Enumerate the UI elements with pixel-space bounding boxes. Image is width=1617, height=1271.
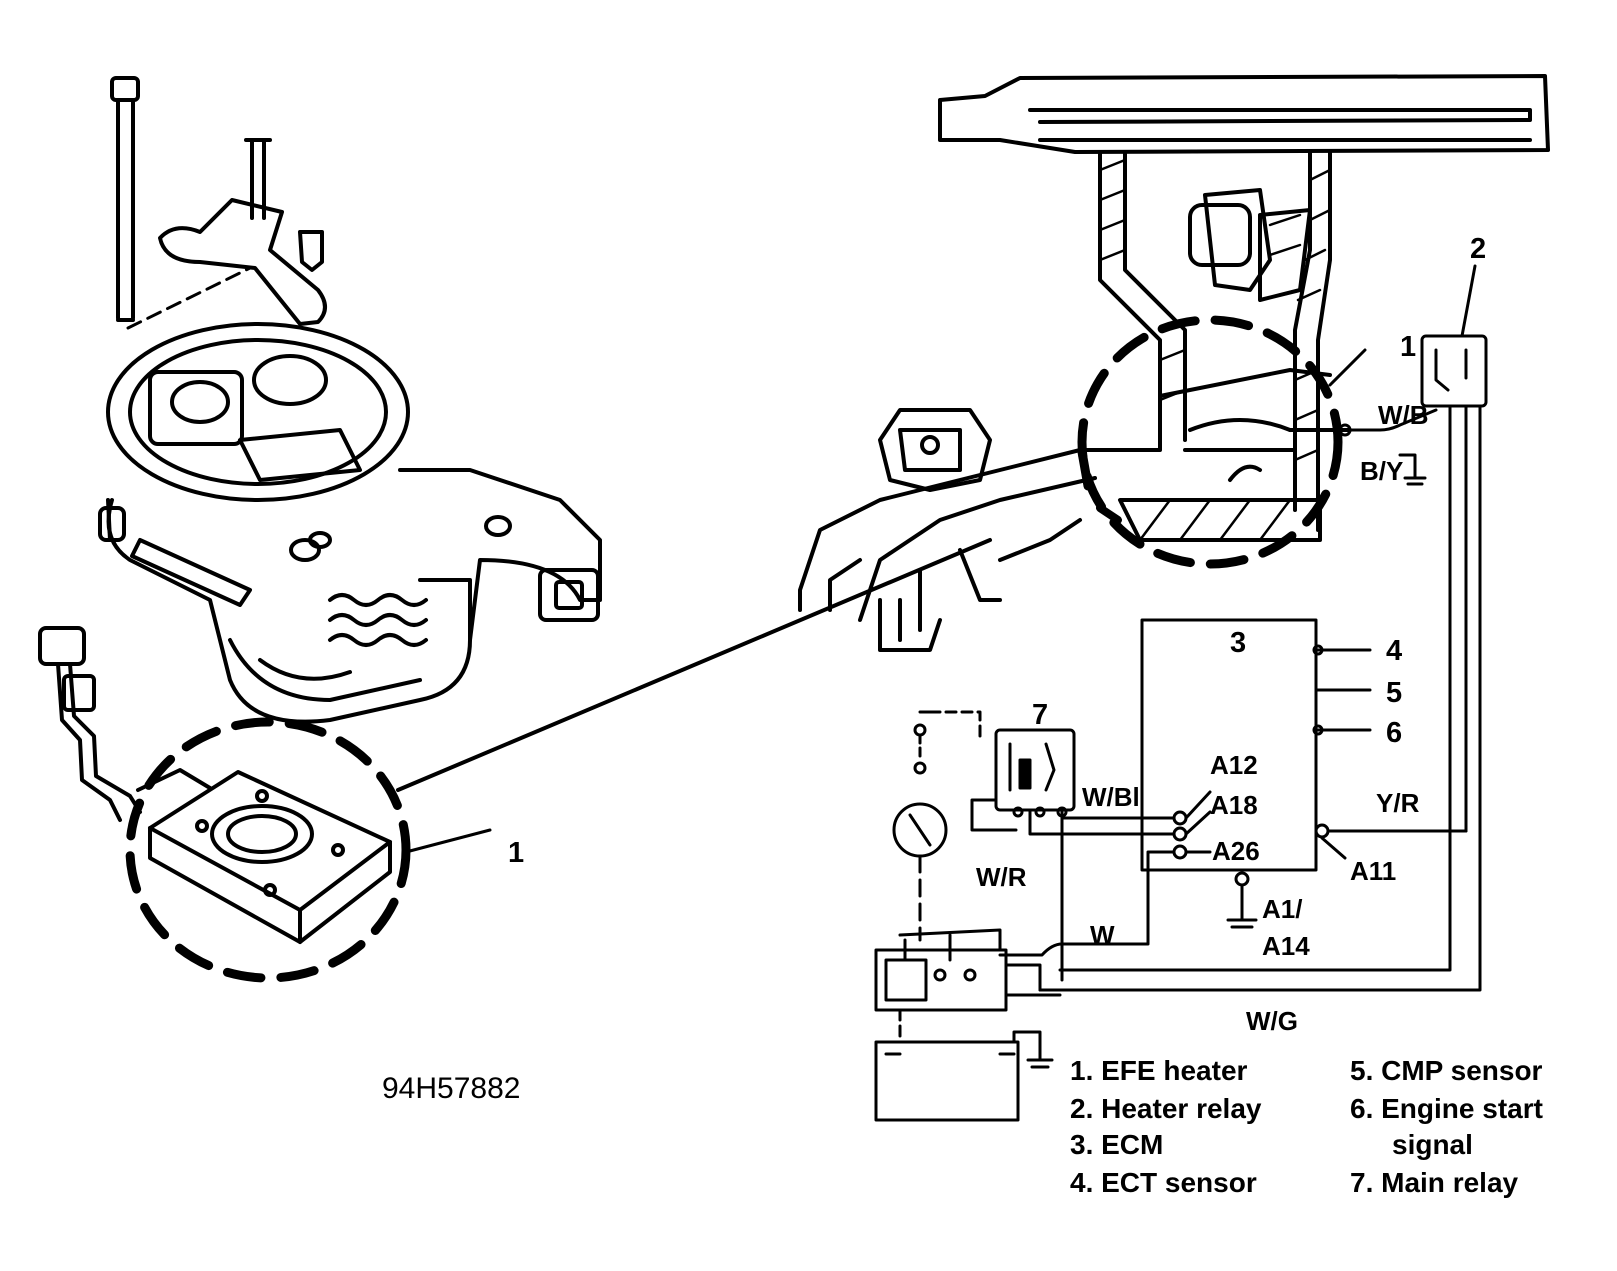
throttle-body-drawing [98,76,602,724]
callout-6: 6 [1386,717,1402,749]
wire-wbl: W/Bl [1082,782,1140,812]
callout-3: 3 [1230,627,1246,659]
pin-a14: A14 [1262,931,1310,961]
battery [874,1040,1020,1122]
detail-circle-left [125,717,411,983]
wire-by: B/Y [1360,456,1403,486]
efe-heater-harness [38,626,212,822]
labels: 1 1 2 3 4 5 6 7 W/B B/Y W/Bl Y/R W/R W W… [382,233,1543,1198]
pin-a12: A12 [1210,750,1258,780]
legend-item-1: 1. EFE heater [1070,1055,1248,1086]
legend-item-3: 3. ECM [1070,1129,1163,1160]
heater-relay-box [1420,334,1488,408]
callout-1-right: 1 [1400,331,1416,363]
pin-a1: A1/ [1262,894,1302,924]
pin-a11: A11 [1350,856,1396,886]
efe-heater-gasket [148,770,392,944]
detail-circle-right [1077,315,1343,569]
wire-wr: W/R [976,862,1027,892]
wire-wb: W/B [1378,400,1429,430]
wire-w: W [1090,920,1115,950]
legend-item-6: 6. Engine start [1350,1093,1543,1124]
callout-1-left: 1 [508,837,524,869]
main-relay-box [994,728,1076,812]
ecm-box [1140,618,1318,872]
legend-item-7: 7. Main relay [1350,1167,1519,1198]
pin-a18: A18 [1210,790,1258,820]
legend-item-4: 4. ECT sensor [1070,1167,1257,1198]
wire-yr: Y/R [1376,788,1420,818]
figure-code: 94H57882 [382,1072,520,1105]
legend-item-6-cont: signal [1392,1129,1473,1160]
callout-2: 2 [1470,233,1486,265]
legend-item-5: 5. CMP sensor [1350,1055,1543,1086]
callout-5: 5 [1386,677,1402,709]
wire-wg: W/G [1246,1006,1298,1036]
callout-4: 4 [1386,635,1402,667]
callout-7: 7 [1032,699,1048,731]
wiring-schematic [874,264,1488,1122]
legend-item-2: 2. Heater relay [1070,1093,1262,1124]
pointer-line [396,538,992,792]
pin-a26: A26 [1212,836,1260,866]
